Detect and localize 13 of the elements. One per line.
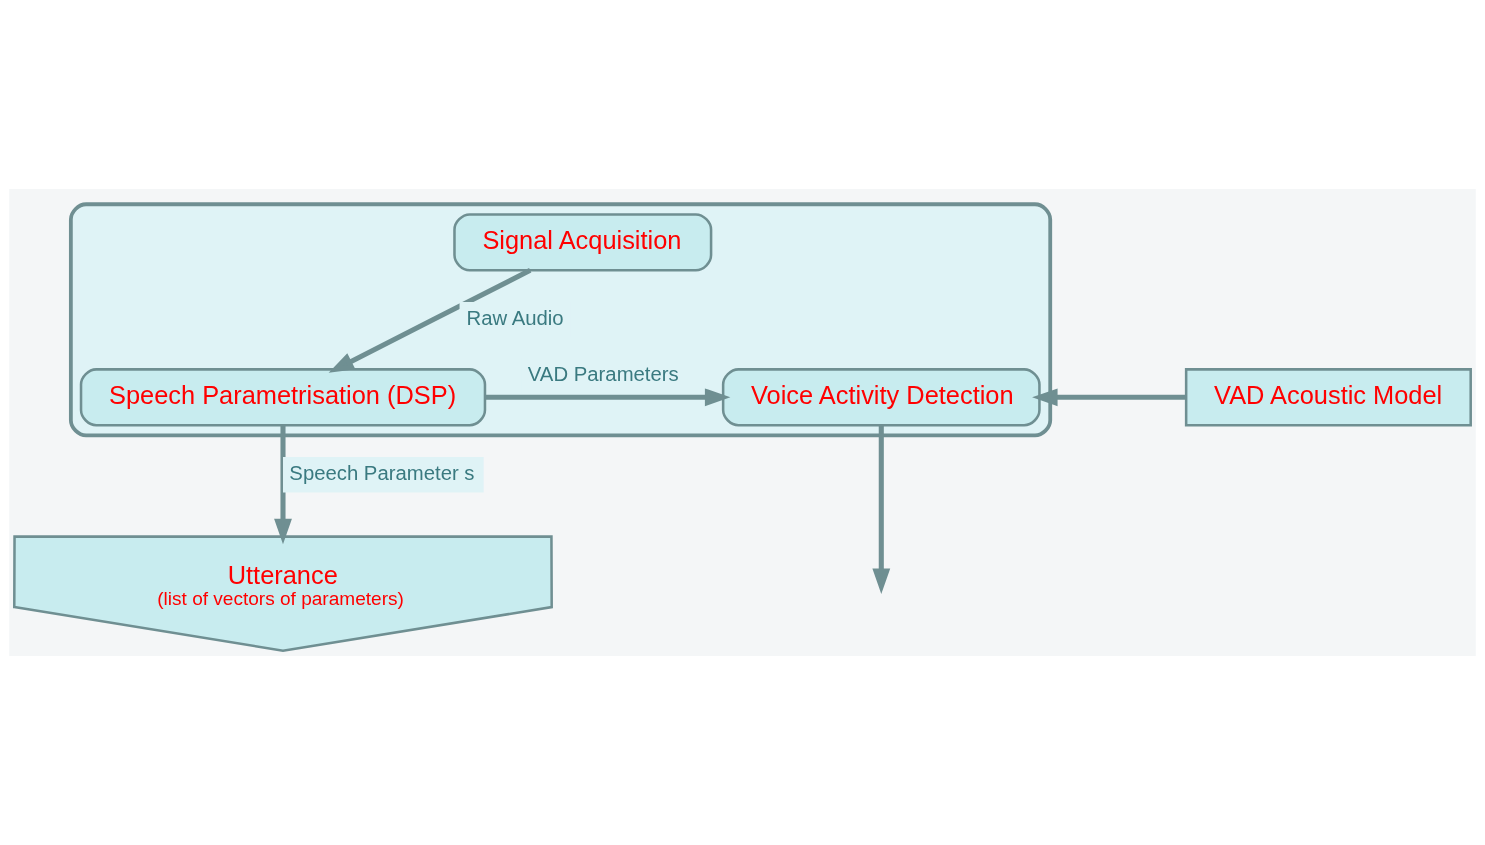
arrow [328, 268, 532, 373]
node-box: VAD Acoustic Model [1184, 368, 1472, 427]
node-box: Voice Activity Detection [721, 368, 1041, 427]
arrow [1032, 388, 1186, 407]
arrow [485, 388, 731, 407]
cluster [68, 202, 1053, 438]
arrow [274, 425, 292, 545]
edge-label: VAD Parameters [527, 362, 679, 385]
arrow [872, 425, 891, 594]
edge-label: Raw Audio [466, 306, 564, 329]
node-box: Speech Parametrisation (DSP) [79, 368, 487, 427]
node-box: Signal Acquisition [453, 213, 713, 272]
edge-label: Speech Parameter s [289, 461, 475, 484]
